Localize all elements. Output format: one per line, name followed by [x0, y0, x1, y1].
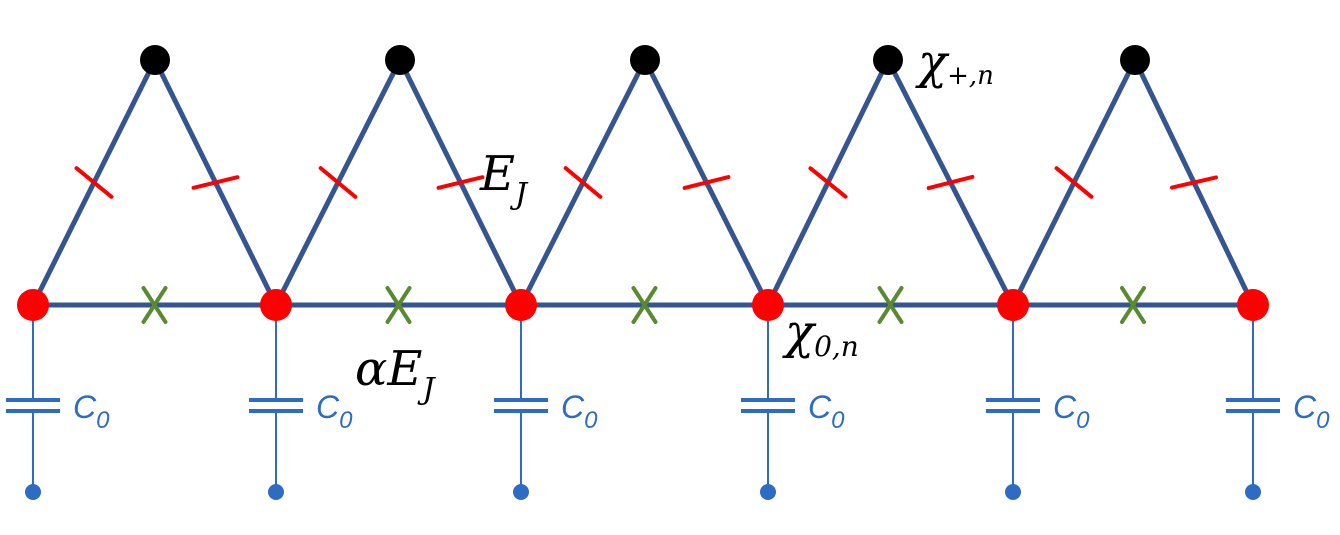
alpha-ej-junction: [631, 286, 658, 324]
bottom-node: [997, 289, 1029, 321]
alpha-ej-junction-stroke: [631, 286, 658, 324]
alpha-ej-junction: [877, 286, 904, 324]
chi-zero-label: χ0,n: [782, 304, 859, 363]
top-node: [630, 45, 660, 75]
top-node: [1120, 45, 1150, 75]
ground-node: [25, 484, 41, 500]
top-node: [873, 45, 903, 75]
capacitor-label-subscript: 0: [1076, 407, 1090, 434]
capacitor-label-c0: C0: [316, 389, 353, 434]
ej-junction-right: [926, 174, 975, 191]
capacitor-label-c: C: [1053, 389, 1077, 425]
top-node: [140, 45, 170, 75]
ej-junction-right: [1170, 175, 1218, 190]
capacitor-label-c: C: [1293, 389, 1317, 425]
ej-junction-right: [191, 175, 240, 190]
ej-junction-left: [1054, 166, 1094, 199]
alpha-ej-junction: [141, 286, 168, 324]
alpha-ej-label: αEJ: [355, 341, 436, 407]
capacitor-to-ground: C0: [986, 305, 1090, 500]
capacitor-label-c: C: [808, 389, 832, 425]
alpha-ej-junction-stroke: [385, 286, 412, 324]
junction-layer: [74, 166, 1218, 324]
capacitor-label-c: C: [73, 389, 97, 425]
capacitor-label-c0: C0: [808, 389, 845, 434]
ej-junction-left: [318, 166, 358, 199]
bottom-node: [17, 289, 49, 321]
ej-junction-right: [436, 175, 485, 190]
alpha-ej-junction: [1120, 286, 1146, 324]
bottom-node: [505, 289, 537, 321]
ground-node: [760, 484, 776, 500]
ej-junction-right: [682, 175, 731, 190]
capacitor-label-c0: C0: [73, 389, 110, 434]
chi-plus-label: χ+,n: [915, 34, 994, 91]
top-node: [385, 45, 415, 75]
ground-node: [1005, 484, 1021, 500]
ej-junction-left: [808, 166, 848, 199]
capacitor-label-c0: C0: [1293, 389, 1330, 434]
ground-node: [1245, 484, 1261, 500]
ej-junction-left: [74, 166, 114, 199]
chi-zero-subscript: 0,n: [814, 330, 859, 363]
ground-node: [268, 484, 284, 500]
capacitor-to-ground: C0: [249, 305, 353, 500]
ej-junction-left: [563, 166, 603, 199]
capacitor-label-subscript: 0: [339, 407, 353, 434]
capacitor-label-subscript: 0: [1316, 407, 1330, 434]
bottom-node: [1237, 289, 1269, 321]
capacitor-label-c: C: [561, 389, 585, 425]
bottom-node: [260, 289, 292, 321]
capacitor-label-subscript: 0: [831, 407, 845, 434]
alpha-ej-junction: [385, 286, 412, 324]
bottom-node: [752, 289, 784, 321]
node-layer: [17, 45, 1269, 321]
alpha-ej-junction-stroke: [141, 286, 168, 324]
ground-node: [513, 484, 529, 500]
capacitor-to-ground: C0: [6, 305, 110, 500]
chi-plus-subscript: +,n: [947, 61, 994, 91]
capacitor-label-c: C: [316, 389, 340, 425]
capacitor-label-c0: C0: [1053, 389, 1090, 434]
capacitor-label-subscript: 0: [96, 407, 110, 434]
alpha-ej-junction-stroke: [877, 286, 904, 324]
alpha-ej-junction-stroke: [1120, 286, 1146, 324]
capacitor-to-ground: C0: [1226, 305, 1330, 500]
capacitor-to-ground: C0: [494, 305, 598, 500]
capacitor-label-subscript: 0: [584, 407, 598, 434]
ej-label: EJ: [479, 146, 529, 212]
capacitor-label-c0: C0: [561, 389, 598, 434]
